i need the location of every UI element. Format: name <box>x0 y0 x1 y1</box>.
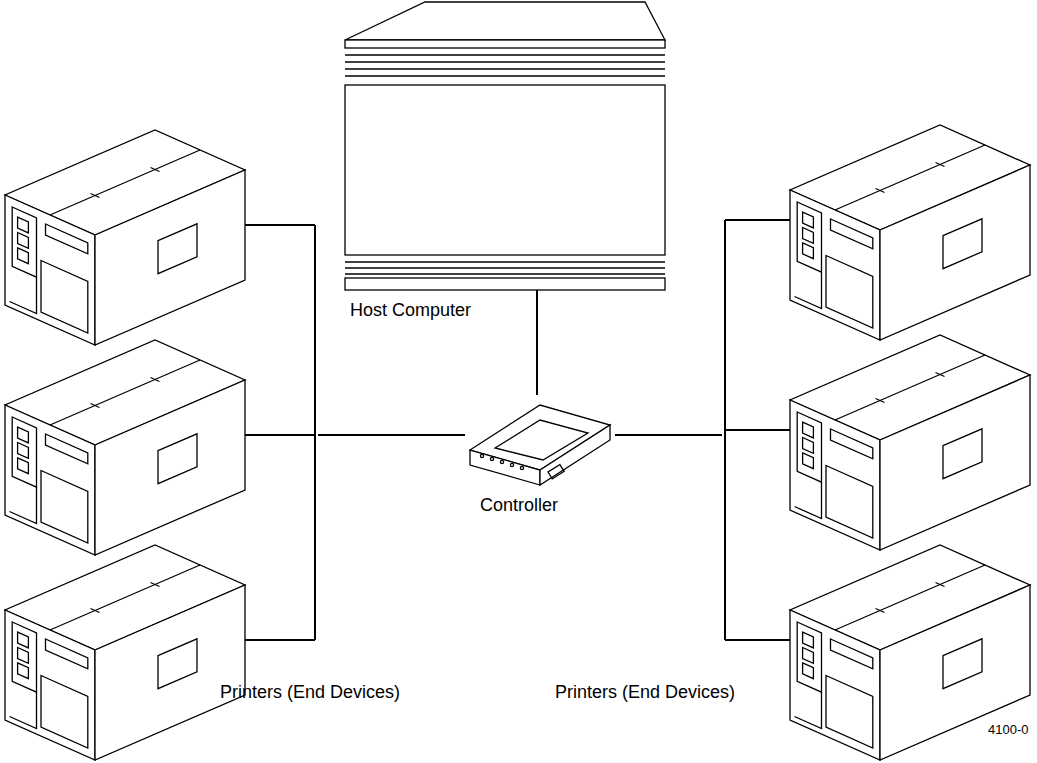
printer-group: Printers (End Devices) <box>0 120 318 700</box>
host-computer: Host Computer <box>345 0 665 330</box>
printer-drawing <box>790 335 1030 550</box>
printer-drawing <box>790 125 1030 340</box>
printer-bus-wire <box>725 220 790 640</box>
printer-drawing <box>5 130 245 345</box>
printer-drawing <box>5 545 245 760</box>
cable-connector <box>536 330 538 395</box>
printer-group: Printers (End Devices) <box>722 120 1037 700</box>
controller-drawing <box>470 405 610 485</box>
node-label: Controller <box>480 495 558 517</box>
node-label: Printers (End Devices) <box>555 682 735 704</box>
printer-drawing <box>790 545 1030 760</box>
printer-bus-wire <box>240 225 315 640</box>
node-label: Host Computer <box>350 300 471 322</box>
host-computer-drawing <box>345 2 665 330</box>
controller: Controller <box>465 395 615 520</box>
cable-connector <box>318 434 465 436</box>
figure-number: 4100-0 <box>988 722 1028 737</box>
cable-connector <box>615 434 722 436</box>
printer-drawing <box>5 340 245 555</box>
node-label: Printers (End Devices) <box>220 682 400 704</box>
